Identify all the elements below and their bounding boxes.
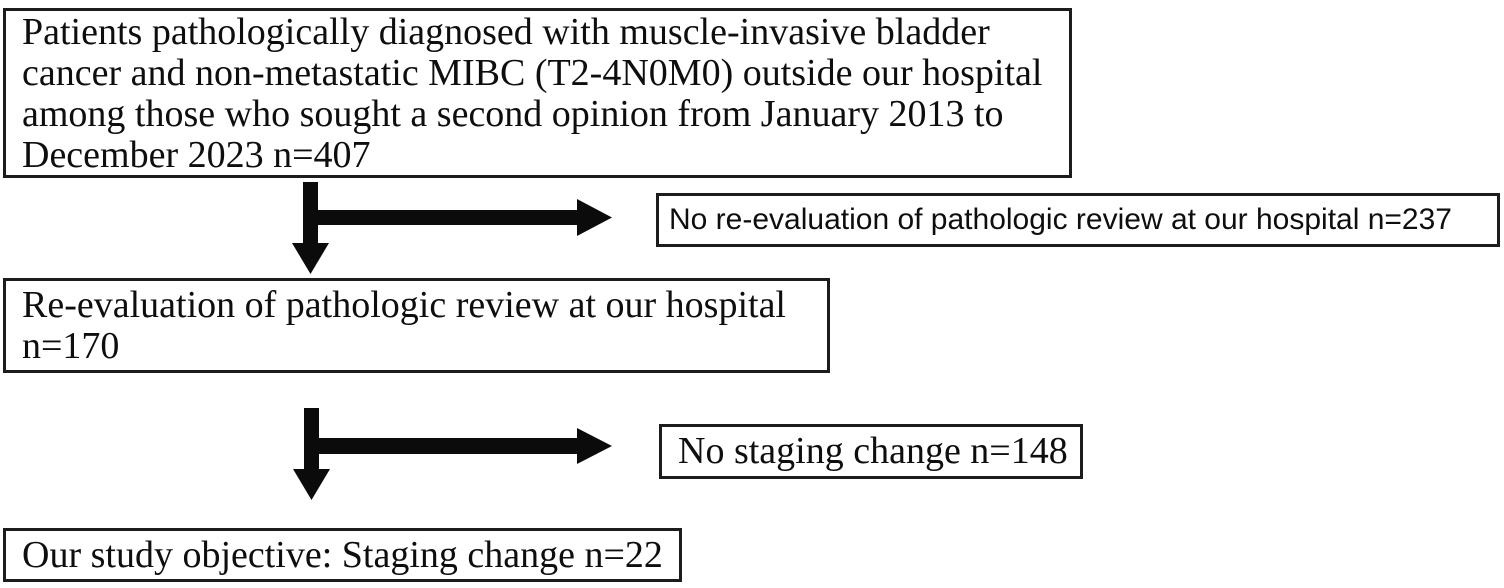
down-arrow-shaft-1 [303,182,318,244]
right-arrowhead-icon-2 [577,428,612,464]
reevaluation-line-2: n=170 [22,325,120,367]
arrow-split-2 [293,408,612,500]
initial-cohort-line-1: Patients pathologically diagnosed with m… [22,11,990,53]
box-initial-cohort: Patients pathologically diagnosed with m… [3,8,1072,178]
initial-cohort-line-2: cancer and non-metastatic MIBC (T2-4N0M0… [22,52,1043,94]
no-staging-change-label: No staging change n=148 [678,430,1068,472]
branch-arrow-shaft-2 [311,438,578,454]
box-staging-change: Our study objective: Staging change n=22 [3,528,682,582]
box-reevaluation: Re-evaluation of pathologic review at ou… [3,278,830,373]
staging-change-label: Our study objective: Staging change n=22 [22,533,663,576]
initial-cohort-line-3: among those who sought a second opinion … [22,93,1004,135]
box-no-reevaluation: No re-evaluation of pathologic review at… [656,193,1500,247]
down-arrow-shaft-2 [304,408,319,470]
down-arrowhead-icon-1 [292,243,329,274]
initial-cohort-line-4: December 2023 n=407 [22,134,371,176]
down-arrowhead-icon-2 [293,469,330,500]
branch-arrow-shaft-1 [310,210,578,225]
box-no-staging-change: No staging change n=148 [659,424,1083,479]
arrow-split-1 [292,182,612,274]
reevaluation-line-1: Re-evaluation of pathologic review at ou… [22,284,786,326]
no-reevaluation-label: No re-evaluation of pathologic review at… [669,203,1452,236]
right-arrowhead-icon-1 [577,199,612,236]
